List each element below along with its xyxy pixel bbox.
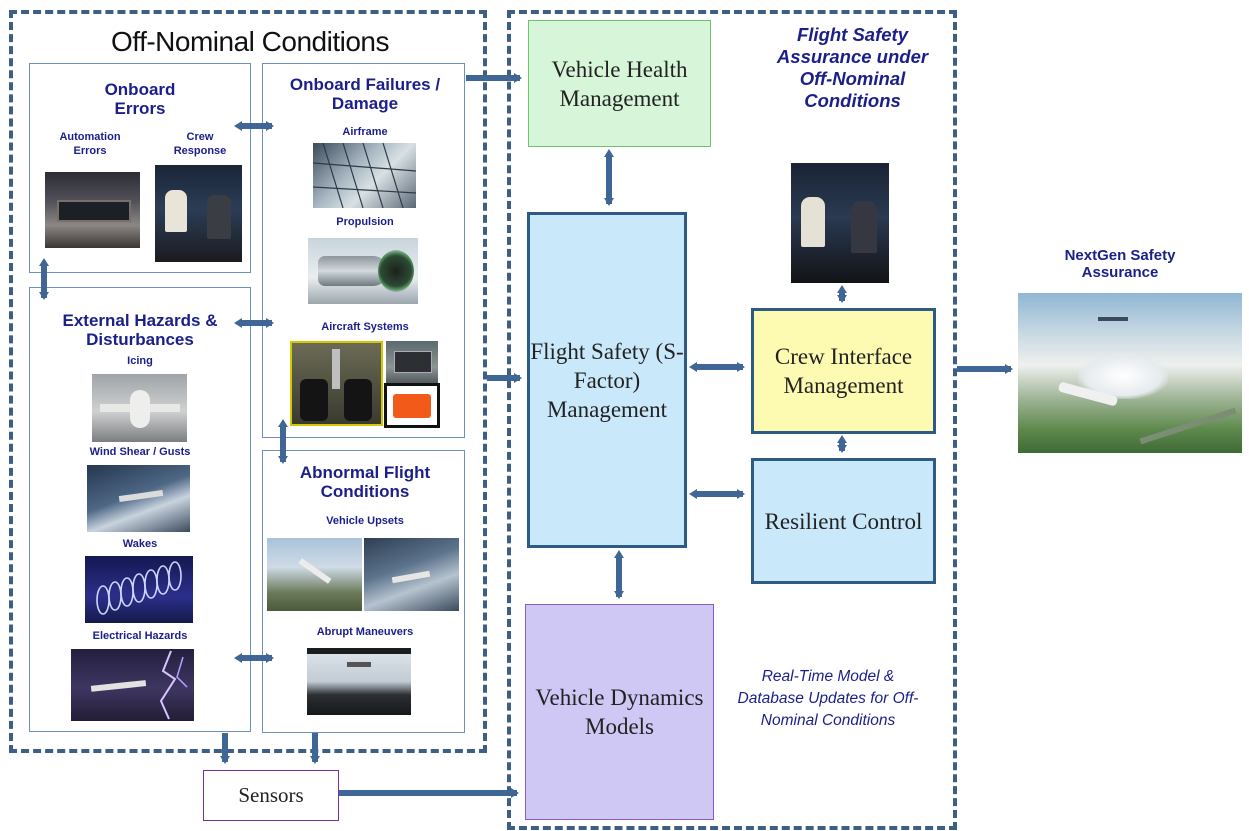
off-nominal-title: Off-Nominal Conditions (111, 26, 389, 57)
external-hazards-title: External Hazards & Disturbances (62, 311, 218, 349)
flight-safety-management-box: Flight Safety (S-Factor) Management (527, 212, 687, 548)
abrupt-maneuvers-photo (307, 648, 411, 715)
vehicle-upsets-photo-2 (364, 538, 459, 611)
aircraft-systems-photo-unit (386, 341, 438, 385)
automation-errors-photo (45, 172, 140, 248)
wind-shear-photo (87, 465, 190, 532)
vehicle-upsets-photo-1 (267, 538, 362, 611)
cockpit-crew-photo (791, 163, 889, 283)
nextgen-safety-assurance-title: NextGen Safety Assurance (1064, 247, 1176, 281)
airframe-photo (313, 143, 416, 208)
real-time-update-note: Real-Time Model & Database Updates for O… (737, 668, 919, 729)
off-nominal-conditions-group (9, 10, 487, 753)
propulsion-photo (308, 238, 418, 304)
aircraft-systems-photo-box (384, 383, 440, 428)
crew-interface-management-box: Crew Interface Management (751, 308, 936, 434)
electrical-hazards-label: Electrical Hazards (92, 630, 188, 642)
abnormal-flight-title: Abnormal Flight Conditions (299, 463, 431, 501)
vehicle-upsets-label: Vehicle Upsets (326, 515, 404, 527)
vehicle-dynamics-models-box: Vehicle Dynamics Models (525, 604, 714, 820)
onboard-failures-title: Onboard Failures / Damage (289, 75, 441, 113)
wakes-photo (85, 556, 193, 623)
flight-safety-assurance-group (507, 10, 957, 830)
aircraft-systems-photo-gear (290, 341, 383, 426)
crew-response-label: Crew Response (173, 131, 227, 157)
crew-response-photo (155, 165, 242, 262)
wind-shear-label: Wind Shear / Gusts (89, 446, 191, 458)
onboard-errors-title: Onboard Errors (104, 80, 176, 118)
nextgen-airspace-photo (1018, 293, 1242, 453)
icing-photo (92, 374, 187, 442)
automation-errors-label: Automation Errors (59, 131, 121, 157)
airframe-label: Airframe (342, 126, 388, 138)
wakes-label: Wakes (122, 538, 158, 550)
resilient-control-box: Resilient Control (751, 458, 936, 584)
abrupt-maneuvers-label: Abrupt Maneuvers (316, 626, 414, 638)
aircraft-systems-label: Aircraft Systems (321, 321, 409, 333)
vehicle-health-management-box: Vehicle Health Management (528, 20, 711, 147)
sensors-box: Sensors (203, 770, 339, 821)
icing-label: Icing (127, 355, 153, 367)
propulsion-label: Propulsion (336, 216, 394, 228)
flight-safety-assurance-title: Flight Safety Assurance under Off-Nomina… (776, 24, 929, 111)
electrical-hazards-photo (71, 649, 194, 721)
